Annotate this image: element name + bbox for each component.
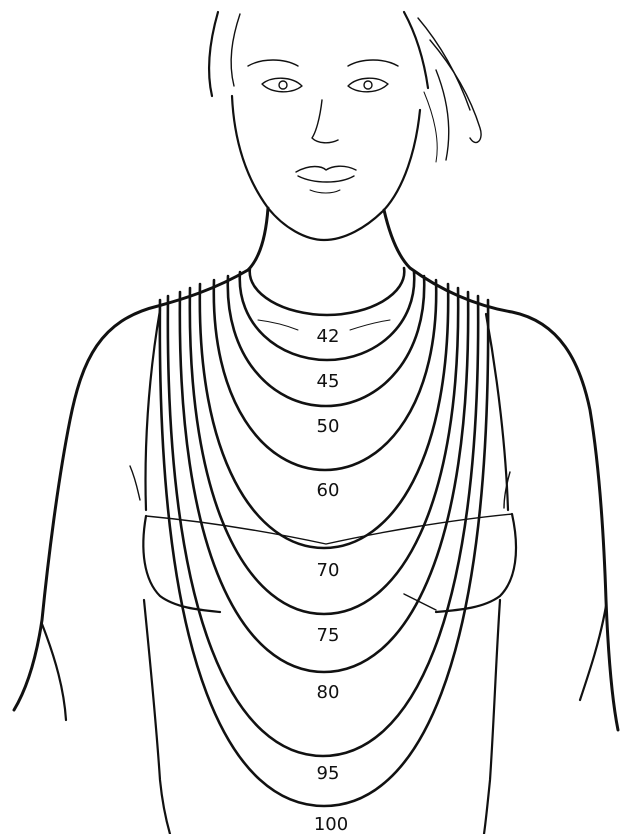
length-label-75: 75 <box>317 625 340 646</box>
length-label-70: 70 <box>317 560 340 581</box>
length-label-100: 100 <box>314 814 348 834</box>
hair <box>209 12 481 162</box>
necklace-chain-42 <box>250 268 405 315</box>
length-label-45: 45 <box>317 371 340 392</box>
length-label-95: 95 <box>317 763 340 784</box>
necklace-chains <box>160 268 488 806</box>
length-label-60: 60 <box>317 480 340 501</box>
length-label-50: 50 <box>317 416 340 437</box>
length-labels: 42 45 50 60 70 75 80 95 100 <box>314 326 348 834</box>
length-label-42: 42 <box>317 326 340 347</box>
length-label-80: 80 <box>317 682 340 703</box>
body-outline <box>14 208 618 834</box>
face <box>232 60 420 240</box>
